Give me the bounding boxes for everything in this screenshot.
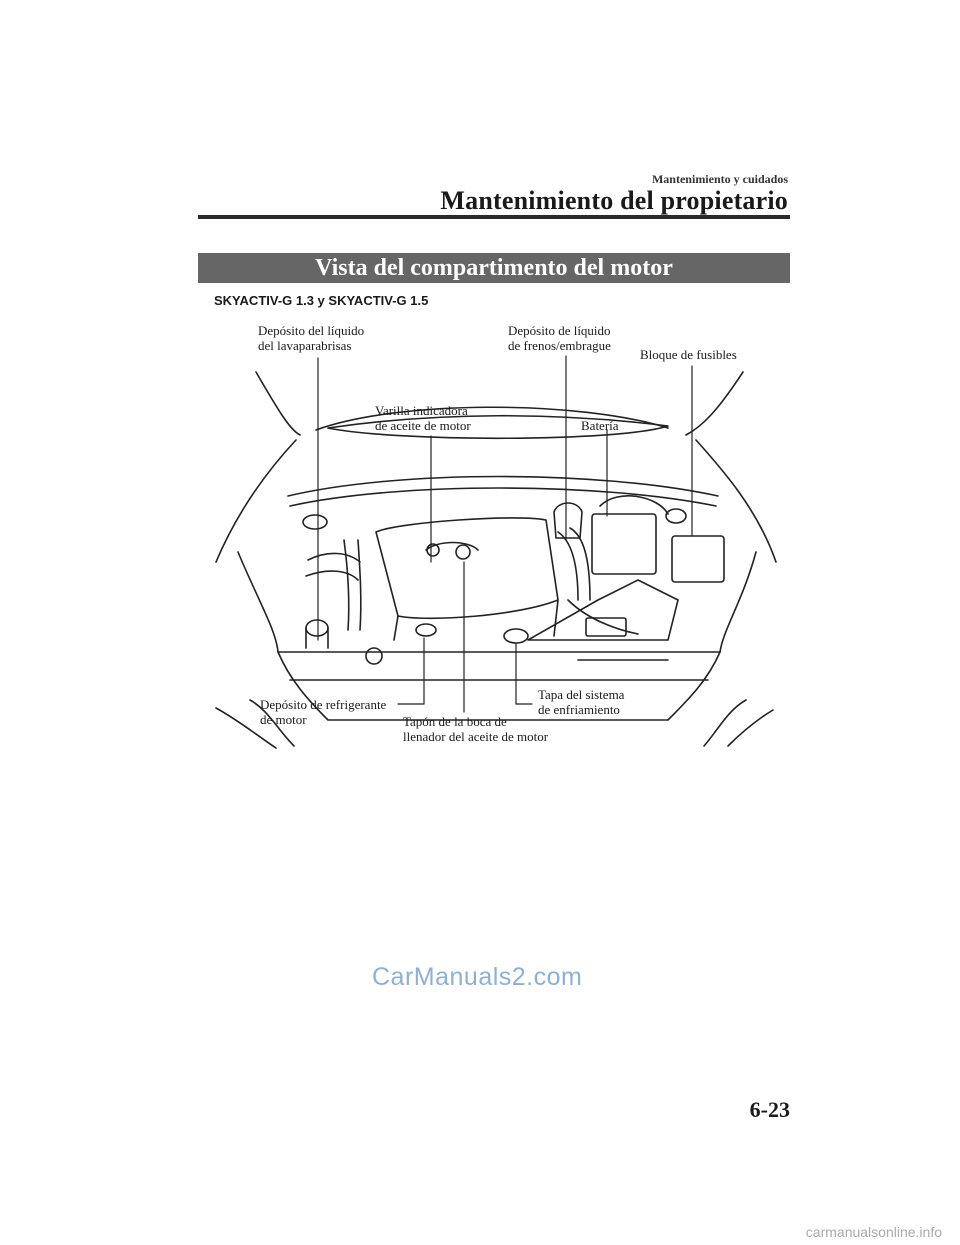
front-bumper — [277, 651, 721, 721]
watermark: CarManuals2.com — [372, 963, 583, 991]
engine-compartment-illustration — [215, 355, 777, 749]
right-fender — [695, 439, 777, 563]
battery — [591, 513, 657, 575]
right-wall — [719, 551, 757, 653]
cowl — [287, 475, 719, 507]
chapter-title: Mantenimiento y cuidados — [651, 172, 788, 186]
label-battery: Batería — [581, 418, 619, 433]
engine-cover — [375, 517, 559, 620]
engine-variant-label: SKYACTIV-G 1.3 y SKYACTIV-G 1.5 — [214, 293, 429, 308]
header-rule — [198, 215, 790, 219]
section-title: Mantenimiento del propietario — [440, 186, 788, 215]
left-fender — [215, 439, 297, 563]
fuse-block — [671, 535, 725, 583]
washer-reservoir-cap — [305, 619, 329, 637]
label-fuse-block: Bloque de fusibles — [640, 347, 737, 362]
left-wall — [237, 551, 279, 653]
brake-fluid-reservoir — [553, 502, 583, 539]
footer-watermark: carmanualsonline.info — [805, 1224, 942, 1240]
page-heading-banner: Vista del compartimento del motor — [198, 253, 790, 283]
hood-underside — [327, 414, 669, 440]
page-number: 6-23 — [749, 1097, 790, 1122]
hood-outline — [255, 371, 744, 436]
callout-leaders — [317, 355, 693, 713]
